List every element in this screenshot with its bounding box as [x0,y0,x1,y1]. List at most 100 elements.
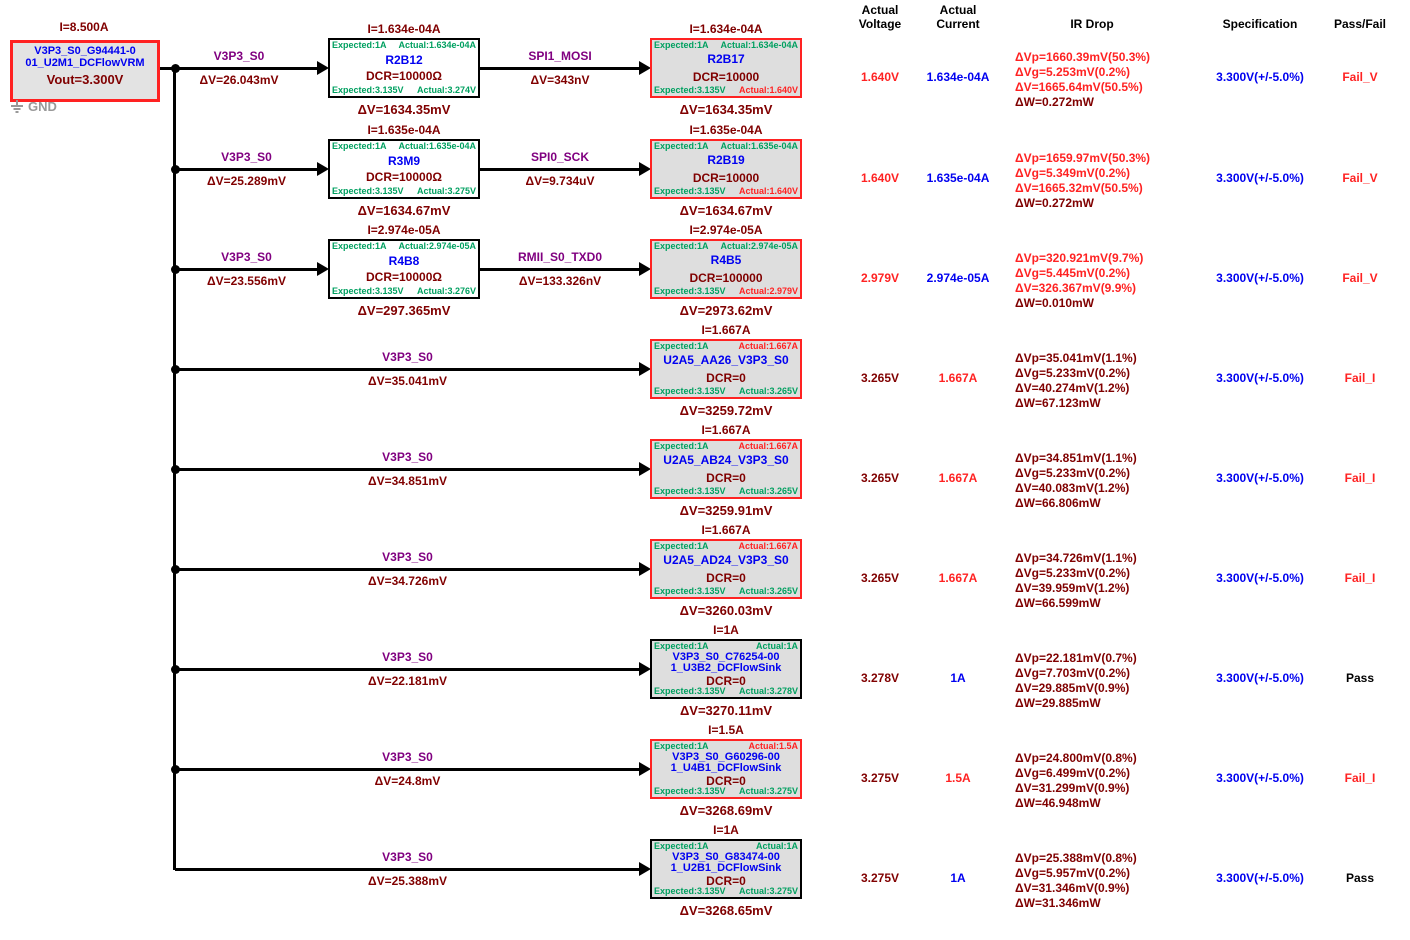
wire-net[interactable] [480,67,640,70]
junction-dot [171,465,180,474]
component-name: R4B8 [388,253,420,268]
specification-value: 3.300V(+/-5.0%) [1216,471,1304,485]
component-name: V3P3_S0_G83474-00 [672,850,780,863]
wire-net[interactable] [160,67,318,70]
junction-dot [171,365,180,374]
arrowhead-icon [639,162,651,176]
ir-drop-detail: ΔVp=34.851mV(1.1%) ΔVg=5.233mV(0.2%) ΔV=… [1015,451,1245,511]
actual-current-value: 2.974e-05A [926,271,990,285]
passfail-value: Pass [1345,871,1375,885]
ir-vg-value: ΔVg=5.445mV(0.2%) [1015,266,1131,280]
ir-vg-value: ΔVg=5.253mV(0.2%) [1015,65,1131,79]
actual-current-value: 1.667A [938,371,978,385]
actual-current: Actual:1.634e-04A [398,41,476,50]
ir-w-value: ΔW=0.272mW [1015,95,1094,109]
actual-voltage: Actual:3.275V [738,887,798,896]
actual-voltage-value: 1.640V [860,171,900,185]
actual-current: Actual:1.667A [738,542,798,551]
branch-current-label: I=1A [713,623,739,637]
component-name: R2B17 [707,51,745,66]
wire-net[interactable] [175,668,640,671]
wire-net[interactable] [175,868,640,871]
branch-current-label: I=1.667A [701,423,751,437]
expected-current: Expected:1A [654,542,709,551]
wire-net[interactable] [175,368,640,371]
component-name-line2: 1_U3B2_DCFlowSink [670,662,782,674]
actual-voltage-value: 2.979V [860,271,900,285]
ir-v-value: ΔV=39.959mV(1.2%) [1015,581,1130,595]
dcr-label: DCR=10000Ω [366,270,442,285]
actual-voltage: Actual:3.265V [738,486,798,496]
net-name-label: V3P3_S0 [382,850,433,864]
ir-vp-value: ΔVp=25.388mV(0.8%) [1015,851,1137,865]
expected-current: Expected:1A [654,41,709,50]
block-drop-label: ΔV=3270.11mV [679,703,773,718]
wire-net[interactable] [480,168,640,171]
passfail-value: Fail_I [1344,571,1376,585]
dcr-label: DCR=0 [706,873,746,888]
ir-vp-value: ΔVp=24.800mV(0.8%) [1015,751,1137,765]
actual-voltage-value: 1.640V [860,70,900,84]
expected-voltage: Expected:3.135V [654,687,726,696]
actual-voltage-value: 3.275V [860,771,900,785]
ir-vg-value: ΔVg=5.957mV(0.2%) [1015,866,1131,880]
net-name-label: V3P3_S0 [382,550,433,564]
actual-voltage-value: 3.265V [860,571,900,585]
branch-current-label: I=1.634e-04A [367,22,441,36]
wire-net[interactable] [175,168,318,171]
actual-current: Actual:1.667A [738,442,798,451]
expected-actual-current-line: Expected:1A Actual:1.667A [654,542,798,551]
block-drop-label: ΔV=1634.35mV [679,102,773,117]
wire-net[interactable] [480,268,640,271]
wire-net[interactable] [175,468,640,471]
actual-current: Actual:1.634e-04A [720,41,798,50]
junction-dot [171,765,180,774]
wire-net[interactable] [175,268,318,271]
actual-current: Actual:1.667A [738,342,798,351]
ir-w-value: ΔW=67.123mW [1015,396,1101,410]
ir-drop-detail: ΔVp=25.388mV(0.8%) ΔVg=5.957mV(0.2%) ΔV=… [1015,851,1245,911]
actual-current: Actual:2.974e-05A [720,242,798,251]
branch-current-label: I=1.635e-04A [367,123,441,137]
junction-dot [171,64,180,73]
ir-w-value: ΔW=66.806mW [1015,496,1101,510]
actual-voltage: Actual:3.275V [738,787,798,796]
vrm-vout-label: Vout=3.300V [46,72,124,88]
vrm-name-line2: 01_U2M1_DCFlowVRM [25,57,145,70]
actual-voltage: Actual:2.979V [738,286,798,296]
component-name: R4B5 [710,252,742,267]
ir-vg-value: ΔVg=5.233mV(0.2%) [1015,566,1131,580]
ir-v-value: ΔV=31.346mV(0.9%) [1015,881,1130,895]
actual-voltage: Actual:3.265V [738,586,798,596]
actual-voltage: Actual:1.640V [738,85,798,95]
arrowhead-icon [317,262,329,276]
wire-net[interactable] [175,568,640,571]
ir-vg-value: ΔVg=5.349mV(0.2%) [1015,166,1131,180]
specification-value: 3.300V(+/-5.0%) [1216,671,1304,685]
ir-vg-value: ΔVg=7.703mV(0.2%) [1015,666,1131,680]
expected-current: Expected:1A [654,742,709,751]
vrm-block[interactable]: V3P3_S0_G94441-0 01_U2M1_DCFlowVRM Vout=… [10,40,160,102]
wire-net[interactable] [175,768,640,771]
expected-current: Expected:1A [332,242,387,251]
